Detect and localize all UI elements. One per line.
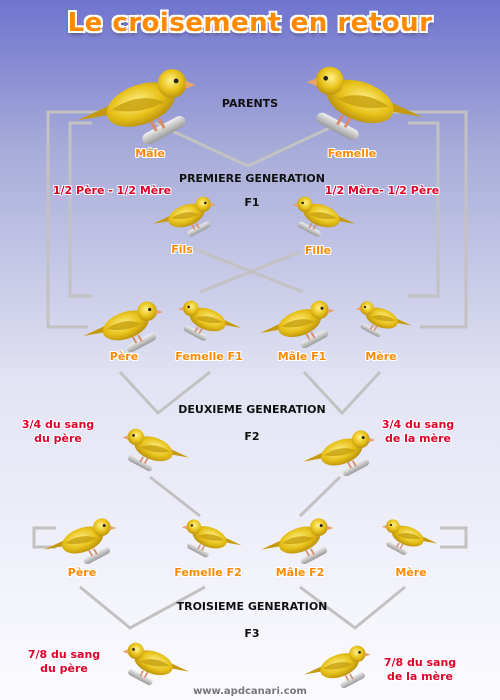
gen3-right-ratio: 7/8 du sang de la mère — [384, 656, 456, 684]
connector-f2-left-to-femellef2 — [149, 475, 201, 518]
connector-father-outer — [46, 110, 140, 329]
canary-row2-female-f1-icon — [174, 290, 244, 342]
canary-row2-father-icon — [82, 300, 164, 352]
gen2-right-ratio-line2: de la mère — [385, 432, 451, 445]
row2-female-f1-label: Femelle F1 — [175, 350, 243, 363]
row3-mother-label: Mère — [395, 566, 427, 579]
canary-row3-father-icon — [43, 517, 118, 564]
row3-female-f2-label: Femelle F2 — [174, 566, 242, 579]
connector-fils-to-femellef1 — [191, 246, 304, 294]
male-label: Mâle — [135, 147, 165, 160]
connector-row2-right-to-f2 — [302, 370, 382, 416]
row3-father-label: Père — [67, 566, 97, 579]
canary-row3-mother-icon — [378, 508, 440, 558]
connector-parents-f1 — [154, 121, 341, 168]
gen2-right-ratio: 3/4 du sang de la mère — [382, 418, 454, 446]
canary-female-parent-icon — [298, 50, 428, 140]
connector-mother-inner — [408, 121, 440, 298]
connector-row3-left-to-f3 — [79, 585, 206, 630]
row3-male-f2-label: Mâle F2 — [275, 566, 325, 579]
canary-f2-right-icon — [302, 429, 377, 476]
canary-f3-right-icon — [303, 644, 372, 688]
connector-row3-right-outer — [440, 526, 468, 549]
gen3-right-ratio-line1: 7/8 du sang — [383, 656, 457, 669]
gen2-heading: DEUXIEME GENERATION — [178, 403, 326, 416]
row2-male-f1-label: Mâle F1 — [277, 350, 327, 363]
parents-heading: PARENTS — [221, 97, 279, 110]
connector-row2-left-to-f2 — [118, 370, 211, 416]
gen1-left-ratio: 1/2 Père - 1/2 Mère — [52, 184, 172, 197]
connector-row3-right-to-f3 — [299, 585, 406, 630]
gen2-right-ratio-line1: 3/4 du sang — [381, 418, 455, 431]
page-title: Le croisement en retour — [67, 8, 433, 38]
gen3-left-ratio: 7/8 du sang du père — [28, 648, 100, 676]
gen2-left-ratio: 3/4 du sang du père — [22, 418, 94, 446]
canary-fils-icon — [152, 195, 217, 238]
canary-row3-female-f2-icon — [178, 506, 244, 562]
gen2-left-ratio-line1: 3/4 du sang — [21, 418, 95, 431]
gen3-right-ratio-line2: de la mère — [387, 670, 453, 683]
gen2-left-ratio-line2: du père — [34, 432, 82, 445]
canary-f3-left-icon — [118, 632, 192, 686]
canary-f2-left-icon — [118, 418, 192, 472]
daughter-label: Fille — [304, 244, 332, 257]
canary-row3-male-f2-icon — [260, 517, 335, 564]
row2-father-label: Père — [109, 350, 139, 363]
canary-fille-icon — [288, 186, 358, 238]
canary-male-parent-icon — [76, 67, 198, 144]
gen3-left-ratio-line1: 7/8 du sang — [27, 648, 101, 661]
gen3-left-ratio-line2: du père — [40, 662, 88, 675]
canary-row2-mother-icon — [352, 290, 414, 340]
canary-row2-male-f1-icon — [258, 299, 336, 348]
connector-f2-right-to-malef2 — [298, 475, 342, 518]
row2-mother-label: Mère — [365, 350, 397, 363]
gen3-heading: TROISIEME GENERATION — [176, 600, 328, 613]
gen1-heading: PREMIERE GENERATION — [179, 172, 325, 185]
connector-mother-outer — [358, 110, 468, 329]
gen2-code: F2 — [244, 430, 260, 443]
gen1-code: F1 — [244, 196, 260, 209]
female-label: Femelle — [327, 147, 377, 160]
gen3-code: F3 — [244, 627, 260, 640]
connector-row3-left-outer — [32, 526, 56, 549]
son-label: Fils — [171, 243, 193, 256]
connector-father-inner — [68, 121, 92, 298]
footer-url: www.apdcanari.com — [193, 686, 307, 697]
gen1-right-ratio: 1/2 Mère- 1/2 Père — [324, 184, 440, 197]
connector-fille-to-malef1 — [199, 250, 301, 294]
